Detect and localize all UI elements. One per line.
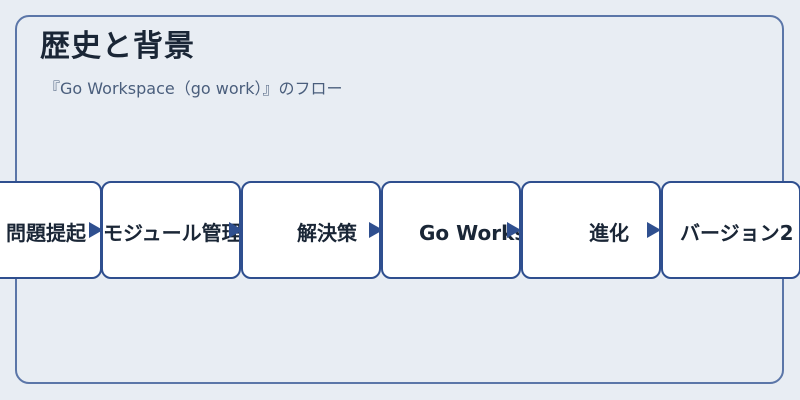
flow-step-go-workspace: Go Workspace — [381, 181, 521, 279]
flow-step-label: Go Workspace — [419, 221, 519, 245]
flow-arrow — [89, 222, 103, 238]
flow-step-label: 解決策 — [297, 221, 357, 245]
flow-step-label: 問題提起 — [6, 221, 86, 245]
flow-arrow — [369, 222, 383, 238]
flow-step-label: バージョン2 — [680, 221, 794, 245]
flow-arrow — [647, 222, 661, 238]
flow-step-solution: 解決策 — [241, 181, 381, 279]
flow-arrow — [229, 222, 243, 238]
flow-step-label: 進化 — [589, 221, 629, 245]
flow-step-problem: 問題提起 — [0, 181, 102, 279]
flow-step-label: モジュール管理 — [103, 221, 241, 245]
flow-step-version-2: バージョン2 — [661, 181, 800, 279]
flow-arrow — [507, 222, 521, 238]
flow-step-module-management: モジュール管理 — [101, 181, 241, 279]
flow-step-evolution: 進化 — [521, 181, 661, 279]
page-title: 歴史と背景 — [40, 29, 195, 64]
page-subtitle: 『Go Workspace（go work）』のフロー — [44, 79, 343, 98]
